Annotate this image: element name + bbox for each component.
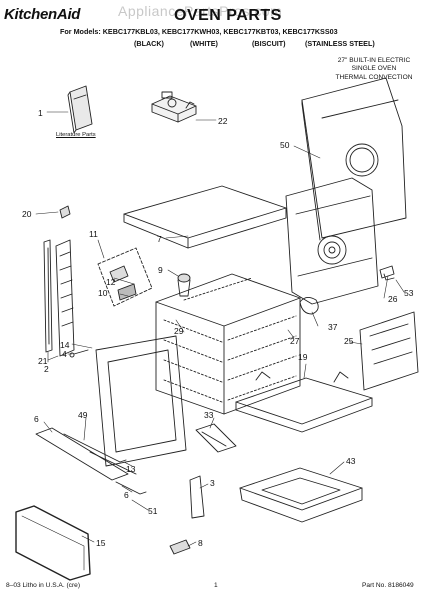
callout-43: 43 bbox=[346, 456, 356, 466]
door-gasket-15 bbox=[16, 506, 90, 580]
callout-6a: 6 bbox=[34, 414, 39, 424]
oven-type-line-1: 27" BUILT-IN ELECTRIC bbox=[337, 57, 411, 64]
callout-1: 1 bbox=[38, 108, 43, 118]
rear-panel bbox=[302, 78, 406, 240]
callout-21: 21 bbox=[38, 356, 48, 366]
footer-part-number: Part No. 8186049 bbox=[362, 582, 414, 589]
callout-15: 15 bbox=[96, 538, 106, 548]
hinge-8 bbox=[170, 540, 190, 554]
callout-6b: 6 bbox=[124, 490, 129, 500]
screw-4 bbox=[70, 350, 88, 357]
callout-8: 8 bbox=[198, 538, 203, 548]
literature-booklet bbox=[68, 86, 92, 133]
door-lock-assembly bbox=[152, 92, 196, 122]
callout-51: 51 bbox=[148, 506, 158, 516]
bracket-53 bbox=[384, 274, 394, 280]
top-panel bbox=[124, 186, 286, 248]
callout-10: 10 bbox=[98, 288, 108, 298]
switch-10 bbox=[118, 284, 136, 300]
sensor-9 bbox=[178, 274, 190, 296]
color-label-biscuit: (BISCUIT) bbox=[252, 39, 286, 48]
callout-14: 14 bbox=[60, 340, 70, 350]
watermark: AppliancePartsPros.com bbox=[118, 3, 283, 19]
gasket-37 bbox=[300, 297, 318, 314]
callout-11: 11 bbox=[89, 229, 98, 239]
callout-29: 29 bbox=[174, 326, 184, 336]
bracket-26 bbox=[380, 266, 394, 278]
bottom-tray-43 bbox=[240, 468, 362, 522]
side-panel-25 bbox=[360, 312, 418, 390]
brand-logo: KitchenAid bbox=[4, 6, 81, 23]
oven-type-line-2: SINGLE OVEN bbox=[351, 65, 397, 73]
callout-3: 3 bbox=[210, 478, 215, 488]
callout-22: 22 bbox=[218, 116, 228, 126]
side-rail-21 bbox=[56, 240, 74, 356]
side-rail-2 bbox=[44, 240, 52, 352]
control-bracket-group bbox=[98, 248, 152, 306]
oven-cavity bbox=[156, 274, 300, 414]
page-title: OVEN PARTS bbox=[174, 7, 282, 24]
color-label-black: (BLACK) bbox=[134, 39, 164, 48]
leader-lines bbox=[36, 112, 404, 546]
footer-page-number: 1 bbox=[214, 582, 218, 589]
convection-fan-panel bbox=[286, 178, 378, 304]
oven-type-note: 27" BUILT-IN ELECTRIC SINGLE OVEN THERMA… bbox=[332, 57, 416, 82]
oven-type-line-3: THERMAL CONVECTION bbox=[335, 73, 413, 81]
callout-19: 19 bbox=[298, 352, 308, 362]
callout-27: 27 bbox=[290, 336, 300, 346]
callout-25: 25 bbox=[344, 336, 354, 346]
callout-26: 26 bbox=[388, 294, 398, 304]
callout-33: 33 bbox=[204, 410, 214, 420]
front-frame bbox=[96, 336, 186, 466]
callout-53: 53 bbox=[404, 288, 414, 298]
clip-20 bbox=[60, 206, 70, 218]
callout-13: 13 bbox=[126, 464, 136, 474]
callout-4: 4 bbox=[62, 349, 67, 359]
vent-strip-33 bbox=[196, 424, 236, 452]
callout-12: 12 bbox=[106, 277, 116, 287]
literature-caption: Literature Parts bbox=[56, 132, 96, 138]
callout-37: 37 bbox=[328, 322, 338, 332]
callout-9: 9 bbox=[158, 265, 163, 275]
oven-bottom-19 bbox=[236, 372, 372, 432]
models-line: For Models: KEBC177KBL03, KEBC177KWH03, … bbox=[60, 27, 338, 36]
callout-20: 20 bbox=[22, 209, 32, 219]
callout-2: 2 bbox=[44, 364, 49, 374]
footer-litho: 8–03 Litho in U.S.A. (cre) bbox=[6, 582, 81, 589]
color-label-white: (WHITE) bbox=[190, 39, 218, 48]
trim-strips bbox=[36, 428, 146, 494]
callout-7: 7 bbox=[157, 234, 162, 244]
color-label-stainless: (STAINLESS STEEL) bbox=[305, 39, 375, 48]
callout-49: 49 bbox=[78, 410, 88, 420]
bracket-3 bbox=[190, 476, 204, 518]
callout-50: 50 bbox=[280, 140, 290, 150]
